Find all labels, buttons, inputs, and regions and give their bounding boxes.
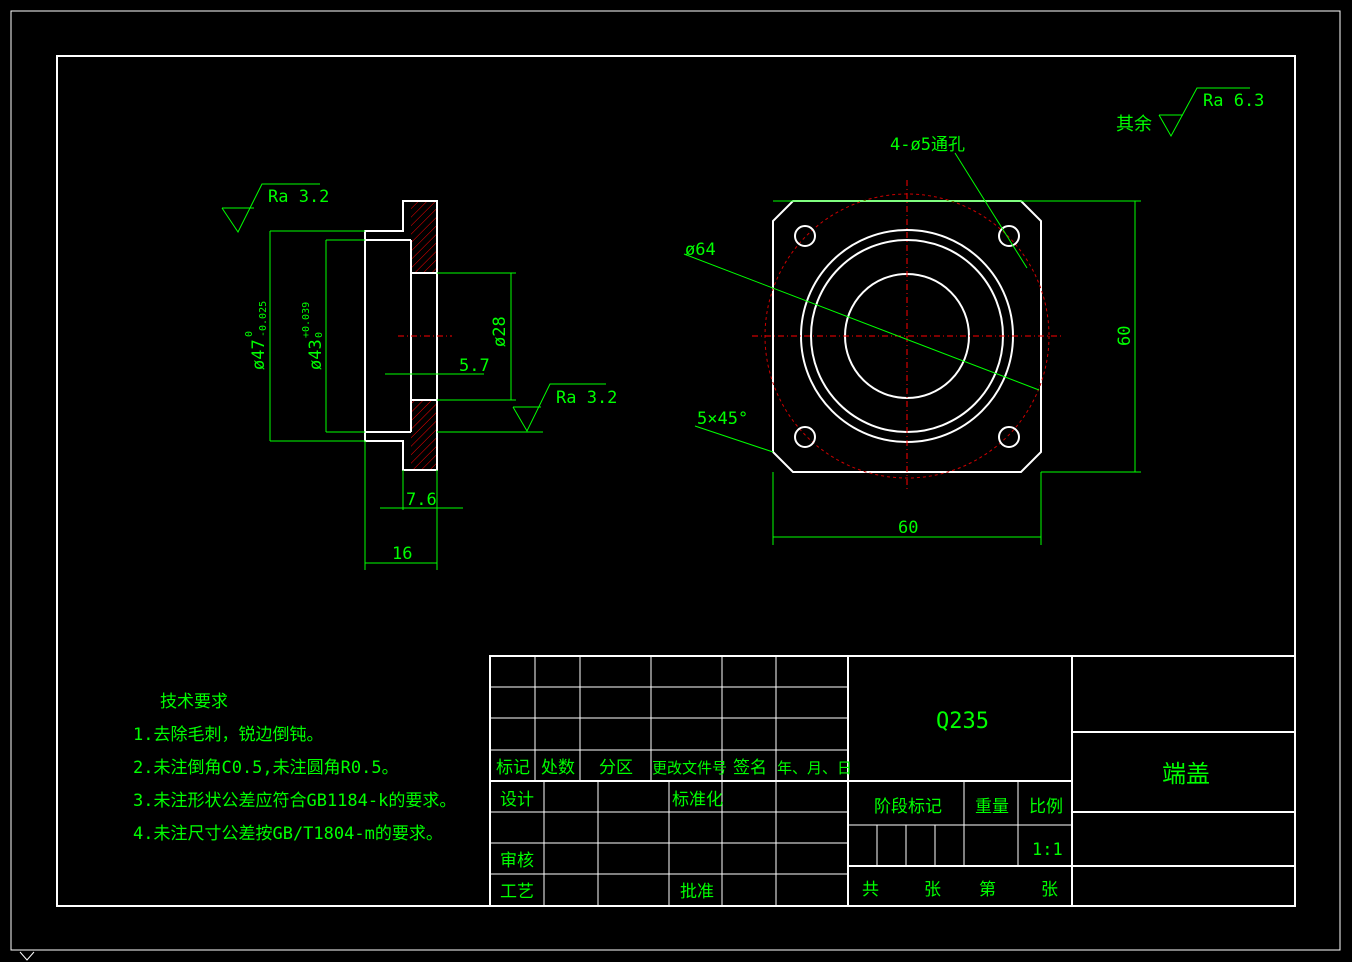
sheets-label: 张 xyxy=(924,880,941,900)
dia43-label: ø43 xyxy=(306,339,326,370)
square-flange-outline xyxy=(772,200,1042,473)
roughness-symbol-other xyxy=(1158,87,1250,138)
side-section-view xyxy=(221,183,606,570)
rev-header: 年、月、日 xyxy=(777,759,852,777)
holes-label: 4-ø5通孔 xyxy=(890,135,965,155)
tech-req-heading: 技术要求 xyxy=(160,692,228,712)
weight-label: 重量 xyxy=(975,797,1009,817)
bolt-hole xyxy=(998,225,1020,247)
scale-value: 1:1 xyxy=(1032,840,1063,860)
material-value: Q235 xyxy=(936,709,989,734)
tech-req-item: 2.未注倒角C0.5,未注圆角R0.5。 xyxy=(133,758,399,778)
dia47-tol-lower: -0.025 xyxy=(258,301,269,337)
rev-header: 处数 xyxy=(541,758,575,778)
hatch-bottom xyxy=(411,400,437,470)
dia64-label: ø64 xyxy=(685,240,716,260)
design-label: 设计 xyxy=(500,790,534,810)
process-label: 工艺 xyxy=(500,882,534,902)
front-view xyxy=(683,87,1250,545)
dim57-label: 5.7 xyxy=(459,356,490,376)
sheet-no-label: 第 xyxy=(979,880,996,900)
dia28-label: ø28 xyxy=(490,316,510,347)
outer-frame xyxy=(10,10,1341,951)
sheet-label: 张 xyxy=(1041,880,1058,900)
roughness-other-label: Ra 6.3 xyxy=(1203,91,1264,111)
bolt-hole xyxy=(998,426,1020,448)
height60-label: 60 xyxy=(1115,326,1135,346)
width60-label: 60 xyxy=(898,518,918,538)
ucs-icon xyxy=(19,951,35,961)
rev-header: 分区 xyxy=(599,758,633,778)
chamfer-label: 5×45° xyxy=(697,409,748,429)
roughness-other-prefix: 其余 xyxy=(1116,114,1152,135)
dim76-label: 7.6 xyxy=(406,490,437,510)
drawing-border xyxy=(56,55,1296,907)
dia47-tol-upper: 0 xyxy=(244,331,255,337)
approve-label: 批准 xyxy=(680,882,714,902)
section-outline xyxy=(364,200,438,471)
bolt-hole xyxy=(794,225,816,247)
rev-header: 签名 xyxy=(733,758,767,778)
tech-req-item: 1.去除毛刺，锐边倒钝。 xyxy=(133,725,323,745)
hatch-top xyxy=(411,201,437,273)
title-block xyxy=(489,655,1296,907)
scale-label: 比例 xyxy=(1029,797,1063,817)
part-name: 端盖 xyxy=(1162,760,1210,788)
tech-req-item: 3.未注形状公差应符合GB1184-k的要求。 xyxy=(133,791,456,811)
dim16-label: 16 xyxy=(392,544,412,564)
bolt-hole xyxy=(794,426,816,448)
rev-header: 更改文件号 xyxy=(652,759,727,777)
total-label: 共 xyxy=(862,880,879,900)
stage-mark-label: 阶段标记 xyxy=(874,797,942,817)
dia47-label: ø47 xyxy=(249,339,269,370)
rev-header: 标记 xyxy=(496,758,530,778)
standardization-label: 标准化 xyxy=(672,790,723,810)
review-label: 审核 xyxy=(500,851,534,871)
dia43-tol-lower: 0 xyxy=(314,332,325,338)
roughness-top-label: Ra 3.2 xyxy=(268,187,329,207)
tech-req-item: 4.未注尺寸公差按GB/T1804-m的要求。 xyxy=(133,824,443,844)
dia43-tol-upper: +0.039 xyxy=(301,302,312,338)
roughness-bottom-label: Ra 3.2 xyxy=(556,388,617,408)
